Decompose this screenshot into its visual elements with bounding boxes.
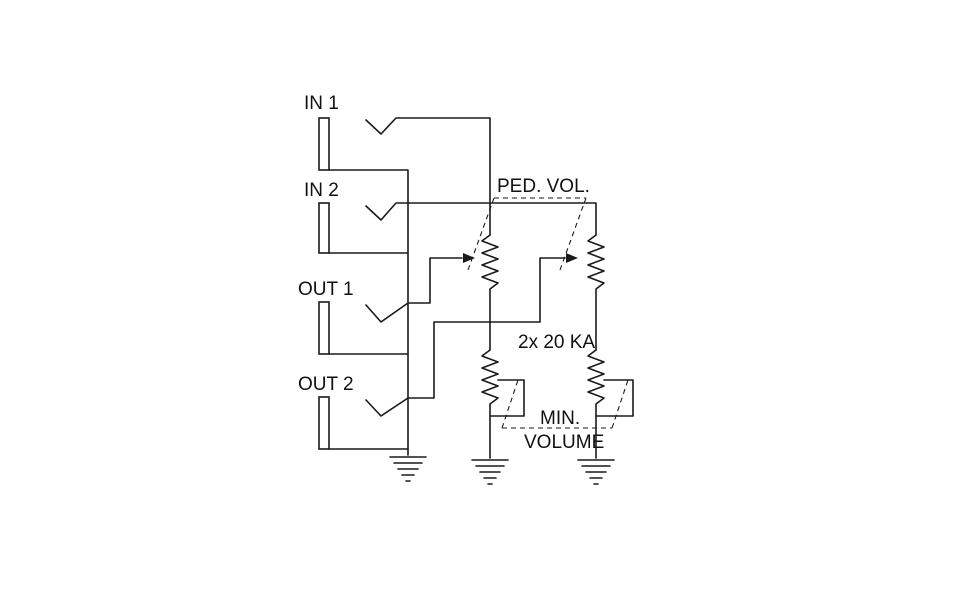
- trim-loop: [489, 379, 525, 417]
- in2-jack-sleeve: [318, 202, 330, 254]
- wiper-arrow-2: [566, 253, 578, 263]
- jack-sleeves: [318, 117, 330, 450]
- ped-vol-diagonal-1: [467, 197, 495, 271]
- in2-label: IN 2: [304, 180, 339, 201]
- out1-label: OUT 1: [298, 279, 354, 300]
- pedal-volume-pot-2: [587, 234, 605, 351]
- out2-jack-sleeve: [318, 396, 330, 450]
- min-volume-pot-2: [587, 349, 634, 459]
- ped-vol-label: PED. VOL.: [497, 176, 590, 197]
- volume-label: VOLUME: [524, 432, 604, 453]
- out2-tip-wire: [365, 257, 566, 417]
- sleeve-ground-bus: [328, 169, 409, 456]
- min-volume-pot-1: [481, 349, 525, 459]
- out2-label: OUT 2: [298, 374, 354, 395]
- resistor-zigzag: [587, 234, 605, 351]
- bus-wire: [328, 169, 409, 456]
- trim-loop: [595, 379, 634, 417]
- min-vol-diagonal-1: [501, 379, 519, 429]
- ganged-linkage: [467, 197, 629, 429]
- wiper-arrow-1: [463, 253, 475, 263]
- resistor-zigzag: [587, 349, 605, 459]
- ground-symbol: [471, 459, 509, 485]
- min-vol-diagonal-2: [611, 379, 629, 429]
- in1-tip-wire: [365, 117, 491, 236]
- jack-tips: [365, 117, 597, 417]
- pedal-volume-pot-1: [481, 234, 499, 351]
- resistor-zigzag: [481, 349, 499, 459]
- in1-jack-sleeve: [318, 117, 330, 171]
- pot-value-label: 2x 20 KA: [518, 332, 595, 353]
- out1-jack-sleeve: [318, 301, 330, 355]
- ground-symbol: [389, 456, 427, 482]
- ground-symbol: [577, 459, 615, 485]
- in2-tip-wire: [365, 202, 597, 236]
- in1-label: IN 1: [304, 93, 339, 114]
- out1-tip-wire: [365, 257, 463, 323]
- resistor-zigzag: [481, 234, 499, 351]
- ped-vol-diagonal-2: [559, 197, 587, 271]
- min-label: MIN.: [540, 408, 580, 429]
